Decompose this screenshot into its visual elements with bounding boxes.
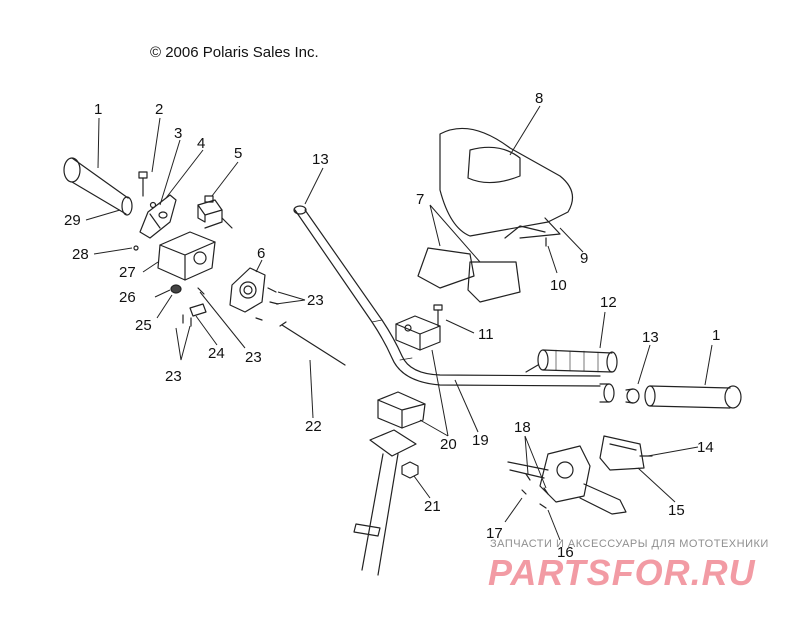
part-24 bbox=[189, 303, 207, 317]
cover-7 bbox=[417, 247, 521, 303]
leader-lines bbox=[85, 105, 713, 541]
callout-16: 16 bbox=[557, 544, 574, 561]
callout-25: 25 bbox=[135, 317, 152, 334]
callout-2: 2 bbox=[155, 101, 163, 118]
callout-26: 26 bbox=[119, 289, 136, 306]
housing-6 bbox=[229, 267, 266, 313]
screw-23-a bbox=[182, 314, 192, 327]
callout-1-left: 1 bbox=[94, 101, 102, 118]
screw-17 bbox=[521, 489, 527, 495]
callout-19: 19 bbox=[472, 432, 489, 449]
clamp-lower-20 bbox=[377, 391, 426, 429]
screw-16 bbox=[539, 503, 547, 509]
callout-7: 7 bbox=[416, 191, 424, 208]
throttle-grip bbox=[525, 349, 618, 373]
callout-27: 27 bbox=[119, 264, 136, 281]
clamp-upper-20 bbox=[395, 315, 441, 351]
callout-5: 5 bbox=[234, 145, 242, 162]
nut-21 bbox=[401, 461, 419, 479]
callout-11: 11 bbox=[478, 326, 494, 343]
callouts: 1 1 2 3 4 5 6 7 8 9 10 11 12 13 13 14 15… bbox=[64, 90, 720, 561]
callout-18: 18 bbox=[514, 419, 531, 436]
callout-13-right: 13 bbox=[642, 329, 659, 346]
bolt-11 bbox=[433, 304, 443, 327]
copyright-notice: © 2006 Polaris Sales Inc. bbox=[150, 44, 319, 61]
callout-4: 4 bbox=[197, 135, 205, 152]
callout-14: 14 bbox=[697, 439, 714, 456]
callout-28: 28 bbox=[72, 246, 89, 263]
screw-25 bbox=[197, 287, 205, 295]
callout-23-mid: 23 bbox=[245, 349, 262, 366]
callout-1-right: 1 bbox=[712, 327, 720, 344]
callout-23-bottom: 23 bbox=[165, 368, 182, 385]
callout-17: 17 bbox=[486, 525, 503, 542]
switch-housing-27 bbox=[157, 231, 216, 281]
callout-3: 3 bbox=[174, 125, 182, 142]
callout-23-center: 23 bbox=[307, 292, 324, 309]
callout-15: 15 bbox=[668, 502, 685, 519]
watermark-logo: PARTSFOR.RU bbox=[488, 552, 756, 593]
callout-10: 10 bbox=[550, 277, 567, 294]
screw-28 bbox=[133, 245, 139, 251]
callout-12: 12 bbox=[600, 294, 617, 311]
handlebar bbox=[293, 205, 615, 403]
callout-22: 22 bbox=[305, 418, 322, 435]
clamp-4 bbox=[139, 194, 177, 239]
callout-29: 29 bbox=[64, 212, 81, 229]
screw-18 bbox=[525, 473, 549, 495]
switch-5 bbox=[197, 195, 233, 229]
callout-21: 21 bbox=[424, 498, 441, 515]
callout-6: 6 bbox=[257, 245, 265, 262]
watermark-subtitle: ЗАПЧАСТИ И АКСЕССУАРЫ ДЛЯ МОТОТЕХНИКИ bbox=[490, 538, 769, 550]
brake-lever bbox=[507, 445, 627, 515]
right-grip bbox=[625, 385, 742, 409]
callout-8: 8 bbox=[535, 90, 543, 107]
steering-post bbox=[353, 429, 417, 576]
part-drawings bbox=[63, 127, 742, 576]
hood-8 bbox=[439, 127, 574, 239]
screw-2 bbox=[138, 171, 148, 197]
callout-9: 9 bbox=[580, 250, 588, 267]
callout-20: 20 bbox=[440, 436, 457, 453]
cable-22 bbox=[281, 324, 346, 366]
callout-13-left: 13 bbox=[312, 151, 329, 168]
left-grip bbox=[63, 157, 133, 216]
callout-24: 24 bbox=[208, 345, 225, 362]
knob-26 bbox=[170, 284, 182, 294]
reservoir-cover bbox=[599, 435, 653, 471]
